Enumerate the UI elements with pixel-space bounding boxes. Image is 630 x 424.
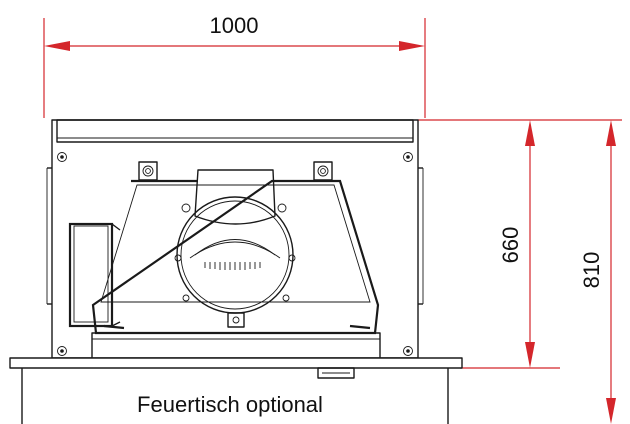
mounting-bolt-icon bbox=[138, 161, 158, 181]
flue-collar bbox=[194, 169, 276, 225]
arrow-down-icon bbox=[525, 342, 535, 368]
mounting-bolt-icon bbox=[313, 161, 333, 181]
dimension-height-inner: 660 bbox=[418, 119, 560, 369]
arrow-up-icon bbox=[525, 120, 535, 146]
arrow-up-icon bbox=[606, 120, 616, 146]
side-box bbox=[68, 222, 114, 328]
arrow-right-icon bbox=[399, 41, 425, 51]
inner-height-dimension-label: 660 bbox=[498, 227, 523, 264]
dimension-width: 1000 bbox=[43, 13, 426, 118]
total-height-dimension-label: 810 bbox=[579, 252, 604, 289]
screw-icon bbox=[57, 152, 67, 162]
screw-icon bbox=[403, 152, 413, 162]
stove-housing bbox=[46, 119, 424, 360]
width-dimension-label: 1000 bbox=[210, 13, 259, 38]
latch-icon bbox=[227, 312, 245, 328]
fire-table-caption: Feuertisch optional bbox=[137, 392, 323, 417]
arrow-left-icon bbox=[44, 41, 70, 51]
firebox-outline bbox=[91, 179, 380, 335]
table-handle bbox=[317, 367, 355, 379]
fire-table: Feuertisch optional bbox=[9, 357, 463, 424]
screw-icon bbox=[403, 346, 413, 356]
arrow-down-icon bbox=[606, 398, 616, 424]
dimension-height-total: 810 bbox=[560, 119, 622, 424]
chamber-ribs bbox=[204, 262, 261, 270]
screw-icon bbox=[57, 346, 67, 356]
